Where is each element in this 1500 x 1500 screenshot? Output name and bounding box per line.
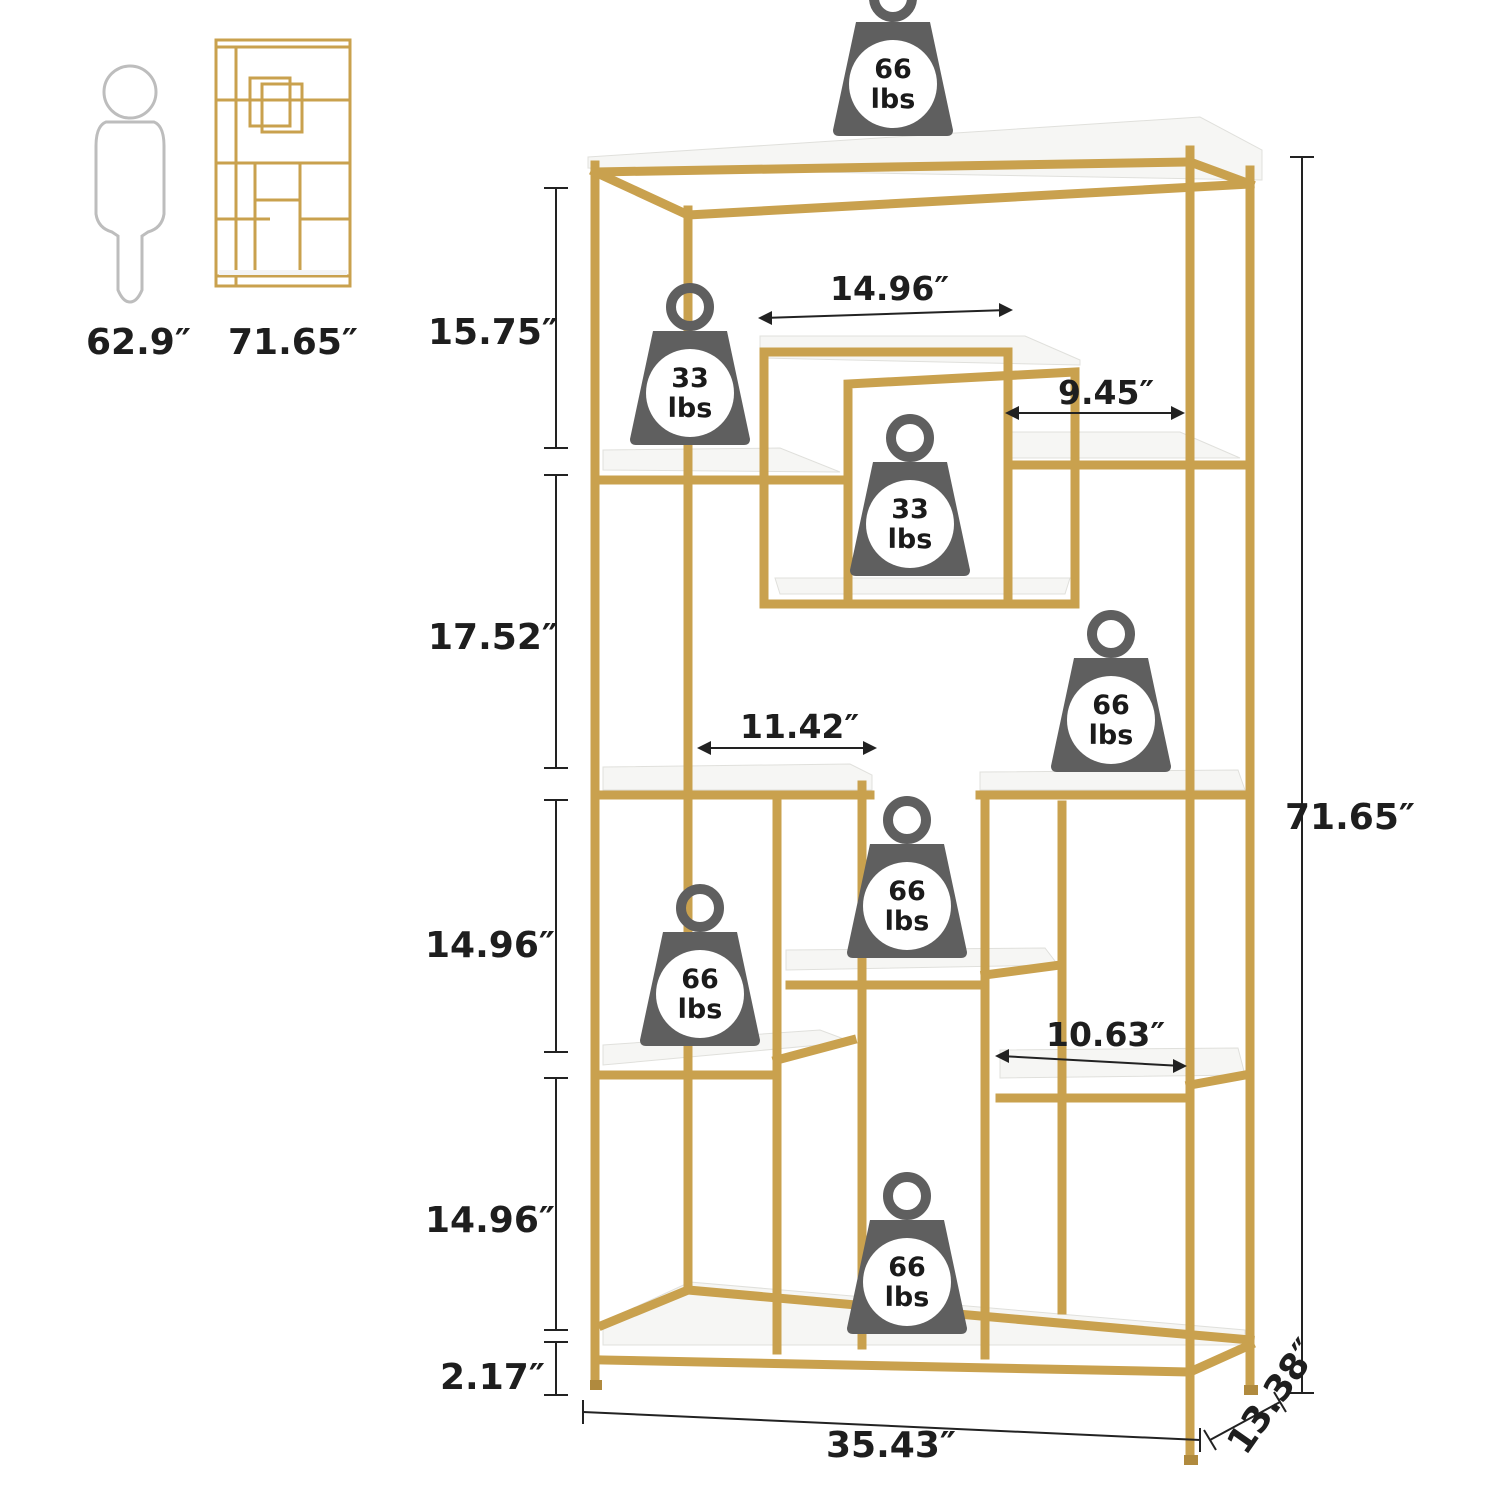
weight-upper-left-icon: 33 lbs [630, 288, 750, 445]
total-height-label: 71.65″ [1285, 797, 1415, 838]
weight-right-middle-icon: 66 lbs [1051, 615, 1171, 772]
right-lower-shelf-width-label: 10.63″ [1046, 1015, 1166, 1054]
bookshelf-frame [587, 116, 1263, 1465]
svg-text:66: 66 [681, 964, 719, 995]
person-silhouette-icon [94, 64, 166, 304]
weight-center-lower-icon: 66 lbs [847, 801, 967, 958]
top-section-height-label: 15.75″ [428, 312, 558, 353]
dimension-arrowheads [697, 303, 1187, 1073]
third-section-height-label: 14.96″ [425, 925, 555, 966]
svg-text:33: 33 [891, 494, 929, 525]
total-width-label: 35.43″ [826, 1425, 956, 1466]
shelf-upper-right [1007, 431, 1241, 459]
fourth-section-height-label: 14.96″ [425, 1200, 555, 1241]
left-middle-shelf-width-label: 11.42″ [740, 707, 860, 746]
svg-text:lbs: lbs [885, 906, 930, 937]
person-height-label: 62.9″ [86, 322, 191, 363]
svg-text:66: 66 [888, 876, 926, 907]
svg-text:lbs: lbs [888, 524, 933, 555]
weight-top-icon: 66 lbs [833, 0, 953, 136]
weight-bottom-icon: 66 lbs [847, 1177, 967, 1334]
leveling-feet [590, 1380, 1258, 1465]
second-section-height-label: 17.52″ [428, 617, 558, 658]
svg-text:lbs: lbs [885, 1282, 930, 1313]
shelf-mid-left [602, 763, 873, 791]
weight-left-lower-icon: 66 lbs [640, 889, 760, 1046]
cube-bottom [774, 577, 1071, 595]
leg-height-label: 2.17″ [440, 1357, 545, 1398]
svg-text:lbs: lbs [871, 84, 916, 115]
svg-text:66: 66 [1092, 690, 1130, 721]
mini-bookshelf-icon [214, 38, 352, 288]
svg-text:66: 66 [888, 1252, 926, 1283]
weight-cube-icon: 33 lbs [850, 419, 970, 576]
mini-shelf-height-label: 71.65″ [228, 322, 358, 363]
svg-text:66: 66 [874, 54, 912, 85]
svg-text:lbs: lbs [668, 393, 713, 424]
dimension-lines [544, 156, 1314, 1452]
svg-text:lbs: lbs [678, 994, 723, 1025]
shelf-upper-left [602, 447, 841, 473]
svg-text:33: 33 [671, 363, 709, 394]
cube-width-label: 14.96″ [830, 269, 950, 308]
shelf-mid-right [979, 769, 1246, 791]
side-shelf-width-label: 9.45″ [1058, 373, 1155, 412]
svg-text:lbs: lbs [1089, 720, 1134, 751]
